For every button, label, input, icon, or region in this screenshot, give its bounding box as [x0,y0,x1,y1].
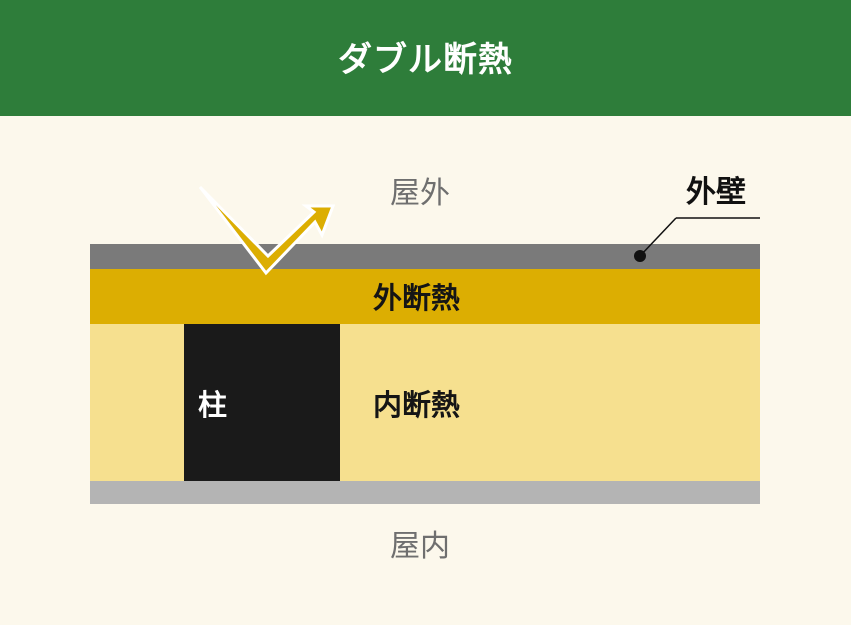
outer-wall-label: 外壁 [686,175,746,210]
pillar-label: 柱 [198,388,228,422]
indoor-label: 屋内 [390,529,450,564]
outer-insulation-label: 外断熱 [373,281,461,315]
outer-wall-leader-dot [634,250,646,262]
inner-wall-layer [90,481,760,504]
header-banner: ダブル断熱 [0,0,851,116]
outer-insulation-layer [90,269,760,324]
pillar [184,324,340,481]
page-title: ダブル断熱 [338,40,513,80]
outer-wall-leader-line [639,217,677,257]
reflection-arrow-icon [198,185,336,276]
outdoor-label: 屋外 [390,176,450,211]
inner-insulation-label: 内断熱 [373,388,461,422]
